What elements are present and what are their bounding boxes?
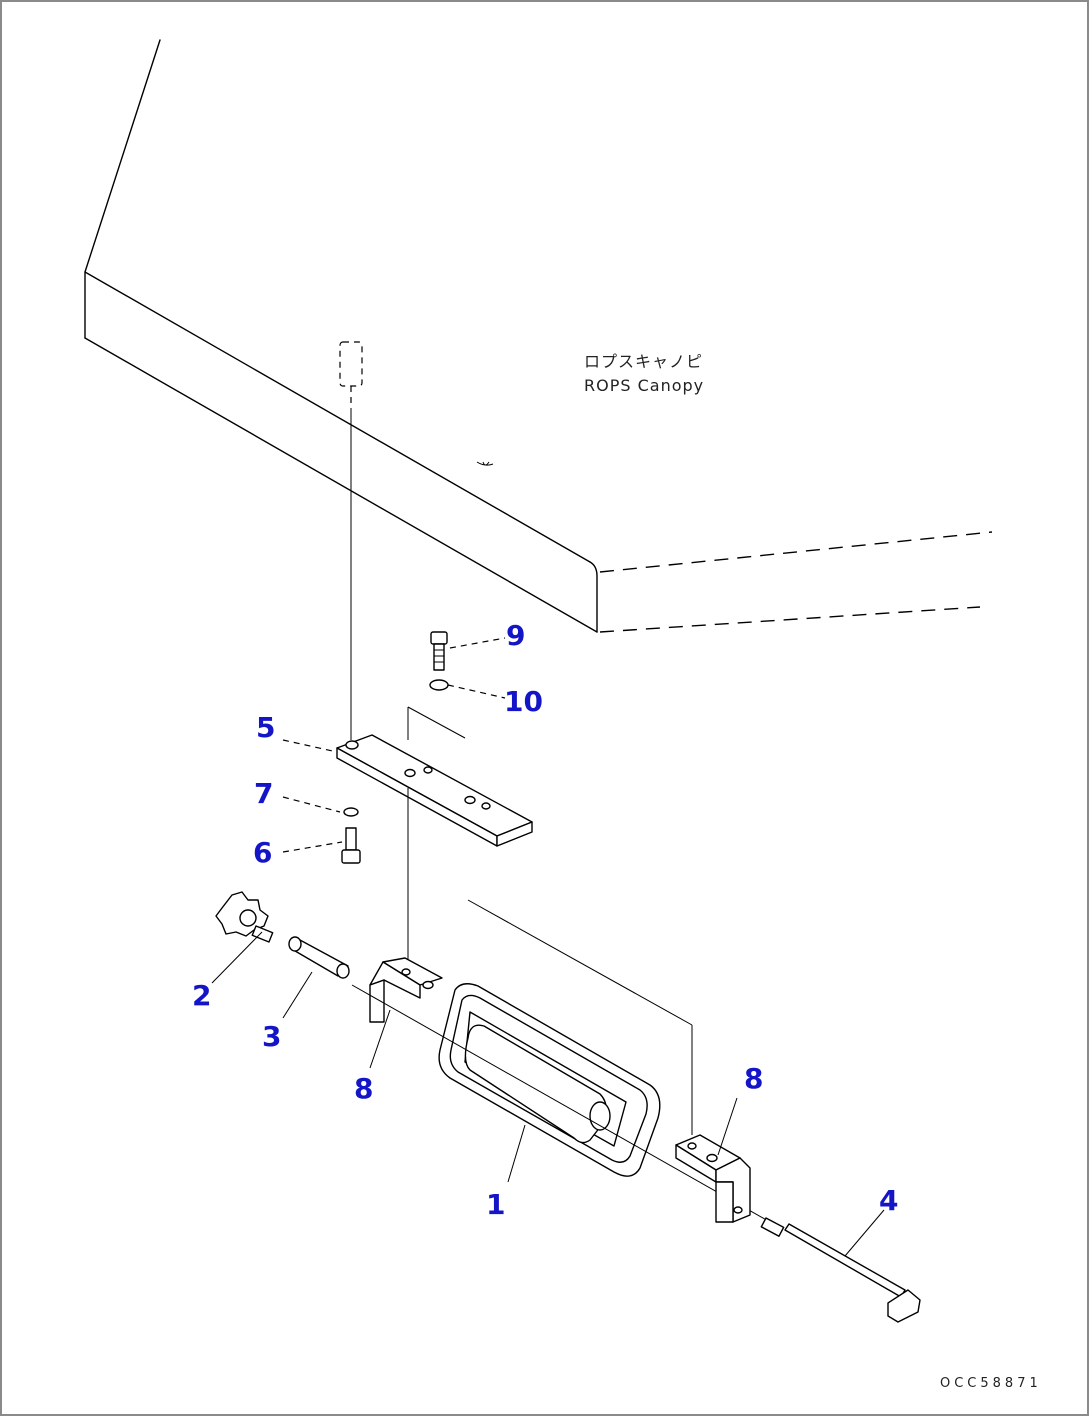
canopy-label-japanese: ロプスキャノピ	[584, 352, 703, 371]
washer-7	[343, 807, 359, 817]
callout-8a: 8	[354, 1072, 373, 1105]
bolt-9	[430, 631, 448, 671]
drawing-code: OCC58871	[940, 1376, 1042, 1391]
bracket-8-right	[675, 1134, 751, 1223]
callout-1: 1	[486, 1188, 505, 1221]
canopy-label: ロプスキャノピ ROPS Canopy	[584, 352, 704, 395]
callout-6: 6	[253, 836, 272, 869]
washer-10	[429, 679, 449, 691]
callout-3: 3	[262, 1020, 281, 1053]
knob-2	[215, 891, 274, 943]
callouts: 1 2 3 4 5 6 7 8 8 9 10	[192, 619, 898, 1221]
callout-5: 5	[256, 711, 275, 744]
spacer-3	[288, 936, 350, 979]
canopy-label-english: ROPS Canopy	[584, 376, 704, 395]
bracket-plate-5	[336, 734, 533, 847]
vertical-axis-line	[339, 341, 363, 740]
bolt-6	[341, 827, 361, 864]
mounting-lines-upper	[407, 706, 466, 740]
callout-8b: 8	[744, 1062, 763, 1095]
callout-4: 4	[879, 1184, 898, 1217]
callout-9: 9	[506, 619, 525, 652]
callout-7: 7	[254, 777, 273, 810]
pin-axis-line	[351, 984, 771, 1223]
rops-canopy	[84, 39, 993, 633]
bracket-8-left	[369, 957, 443, 1023]
mounting-line-right	[467, 899, 693, 1135]
pin-4	[760, 1217, 921, 1323]
callout-2: 2	[192, 979, 211, 1012]
handle-1	[438, 983, 661, 1177]
callout-10: 10	[504, 685, 543, 718]
leader-lines	[211, 637, 885, 1257]
